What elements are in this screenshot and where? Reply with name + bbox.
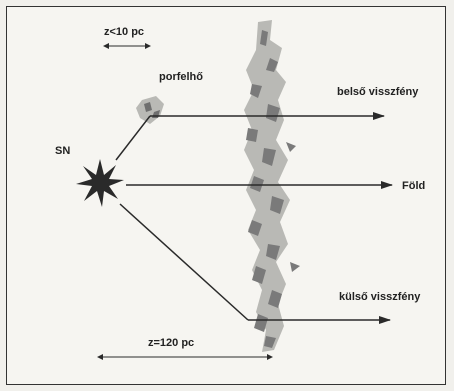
label-distance-near: z<10 pc (104, 26, 144, 38)
label-outer-echo: külső visszfény (339, 291, 421, 303)
label-earth: Föld (402, 180, 425, 192)
label-distance-far: z=120 pc (148, 337, 194, 349)
ray-to-small-cloud (116, 116, 150, 160)
small-dust-cloud (136, 96, 164, 124)
label-source: SN (55, 145, 70, 157)
label-small-cloud: porfelhő (159, 71, 203, 83)
supernova-burst (76, 159, 124, 207)
ray-to-dust-sheet (120, 204, 248, 320)
label-inner-echo: belső visszfény (337, 86, 419, 98)
dust-sheet (244, 20, 300, 352)
